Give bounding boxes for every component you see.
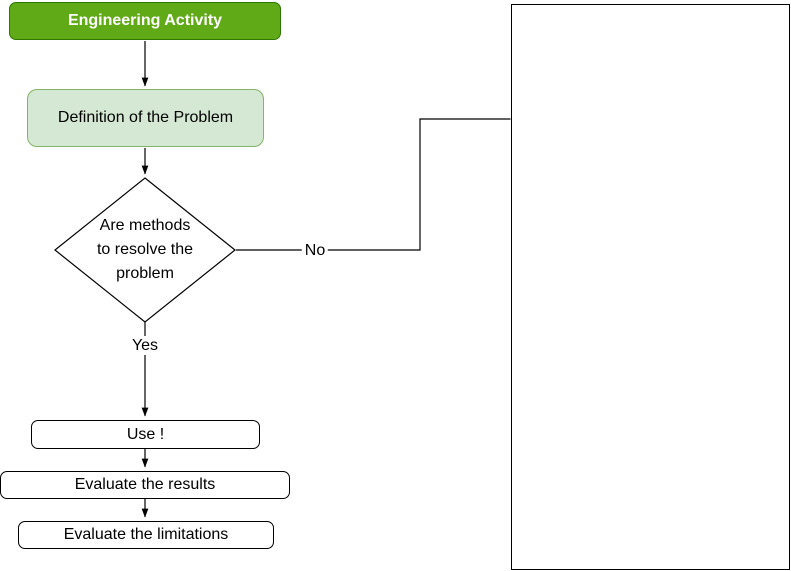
edge-no-decision-to-panel [236, 118, 511, 251]
side-panel-rectangle [511, 4, 790, 570]
node-definition-of-problem: Definition of the Problem [27, 89, 264, 147]
node-decision-label: Are methods to resolve the problem [85, 214, 205, 286]
node-engineering-activity: Engineering Activity [9, 2, 281, 40]
edge-label-no: No [301, 241, 329, 260]
node-evaluate-results: Evaluate the results [0, 471, 290, 499]
node-use: Use ! [31, 420, 260, 449]
decision-line-3: problem [116, 265, 174, 282]
decision-line-2: to resolve the [96, 241, 194, 258]
edge-label-yes: Yes [128, 336, 162, 355]
decision-line-1: Are methods [99, 217, 191, 234]
node-evaluate-limitations: Evaluate the limitations [18, 521, 274, 549]
